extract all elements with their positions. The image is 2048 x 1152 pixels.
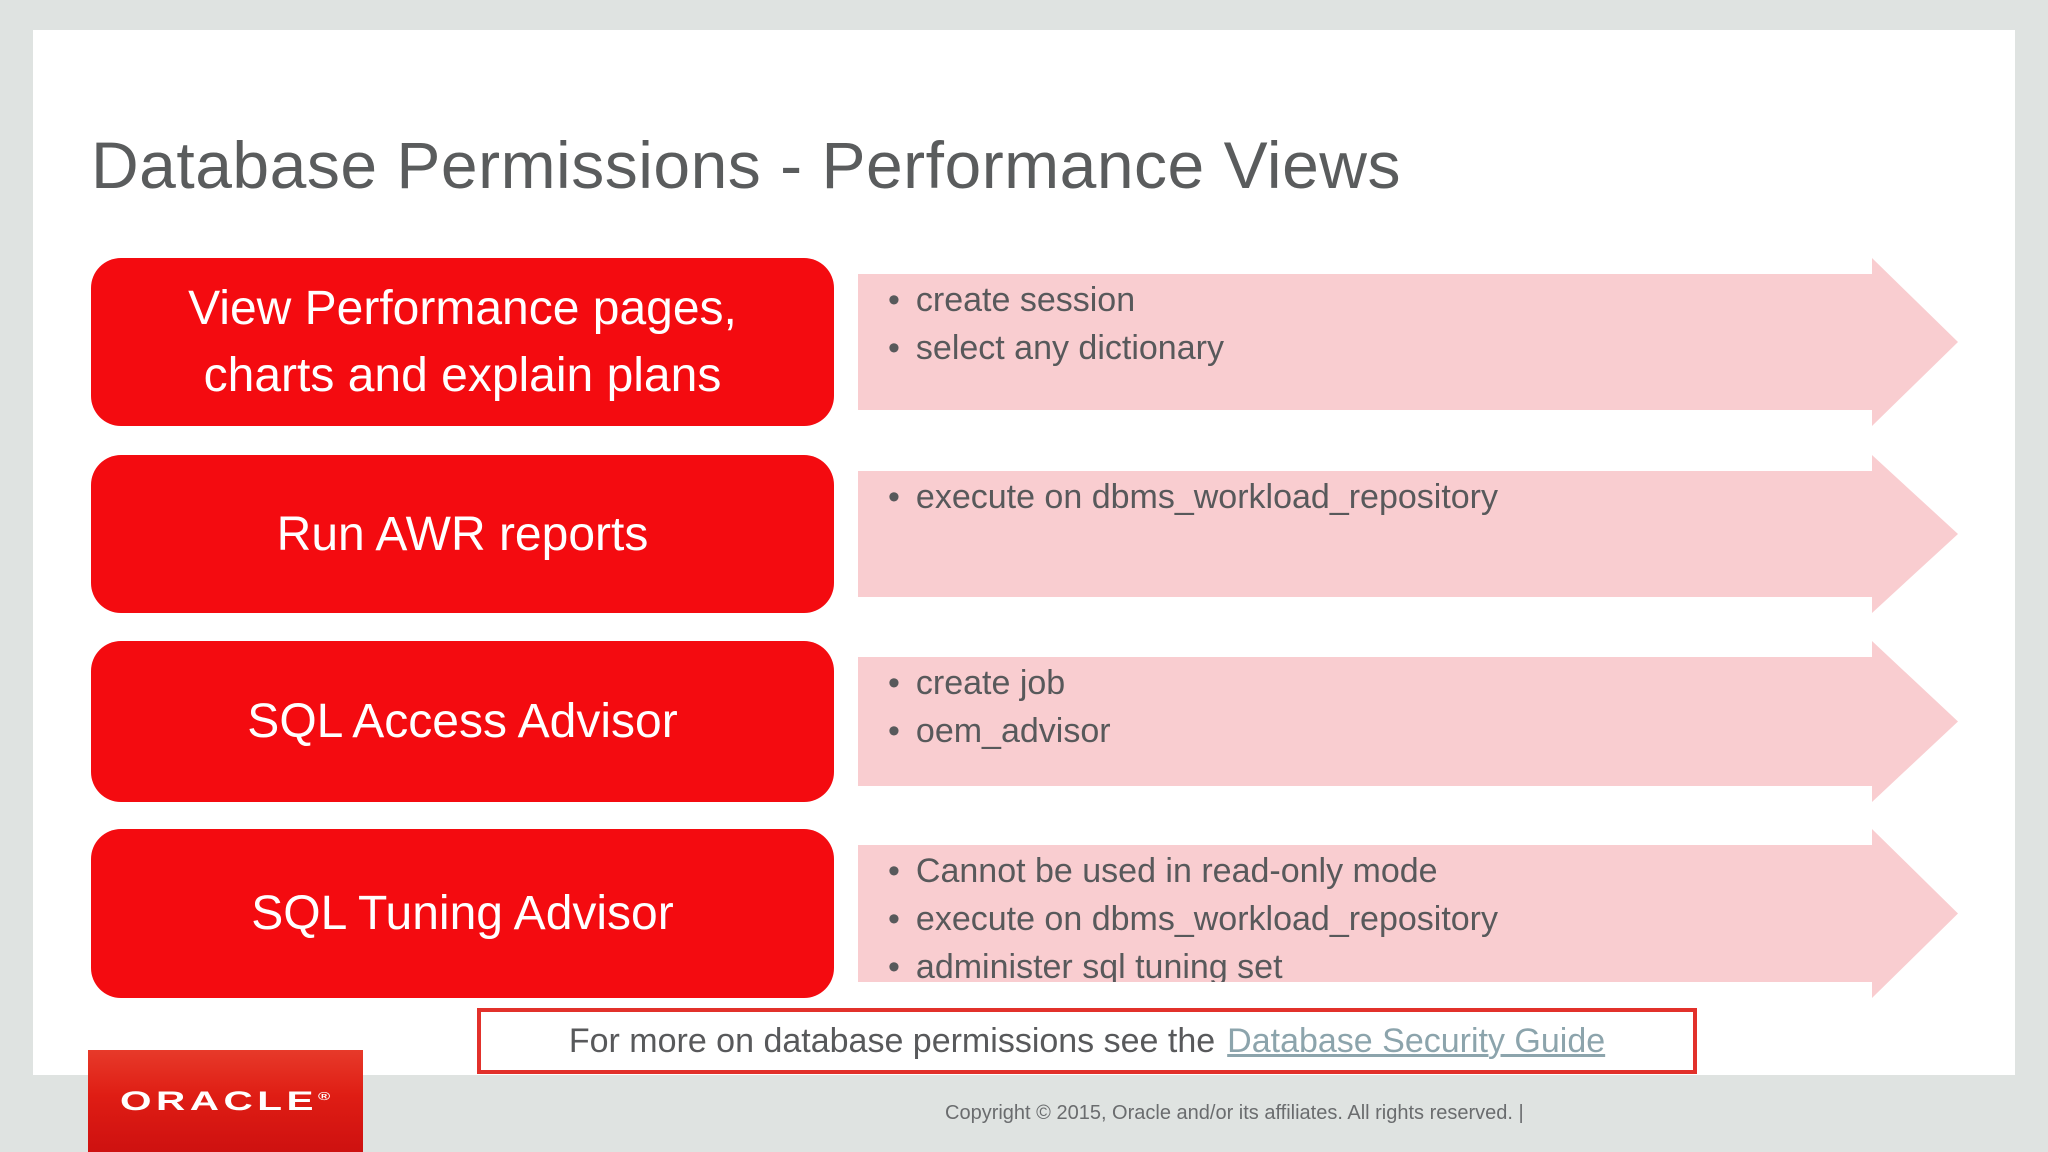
permission-bullet: Cannot be used in read-only mode <box>888 847 1858 895</box>
permission-category-box: Run AWR reports <box>91 455 834 613</box>
page-title: Database Permissions - Performance Views <box>91 128 1401 202</box>
permission-arrow: Cannot be used in read-only modeexecute … <box>858 829 1958 998</box>
note-text: For more on database permissions see the <box>568 1021 1216 1060</box>
permission-bullet: execute on dbms_workload_repository <box>888 895 1858 943</box>
permission-bullet: oem_advisor <box>888 707 1858 755</box>
registered-mark: ® <box>318 1090 331 1103</box>
permission-row: SQL Access Advisor create joboem_advisor <box>91 641 1958 802</box>
security-guide-link[interactable]: Database Security Guide <box>1227 1021 1606 1060</box>
permission-category-label: SQL Access Advisor <box>247 695 678 748</box>
permission-arrow: create joboem_advisor <box>858 641 1958 802</box>
permission-category-box: SQL Access Advisor <box>91 641 834 802</box>
permission-bullet: administer sql tuning set <box>888 943 1858 991</box>
permission-arrow: execute on dbms_workload_repository <box>858 455 1958 613</box>
permission-list: Cannot be used in read-only modeexecute … <box>858 829 1958 991</box>
permission-row: SQL Tuning Advisor Cannot be used in read… <box>91 829 1958 998</box>
permission-category-label: Run AWR reports <box>276 507 649 561</box>
permission-rows-container: View Performance pages,charts and explai… <box>91 258 1958 998</box>
permission-bullet: select any dictionary <box>888 324 1858 372</box>
permission-category-box: View Performance pages,charts and explai… <box>91 258 834 426</box>
permission-row: View Performance pages,charts and explai… <box>91 258 1958 426</box>
permission-list: create joboem_advisor <box>858 641 1958 755</box>
permission-list: create sessionselect any dictionary <box>858 258 1958 372</box>
copyright-text: Copyright © 2015, Oracle and/or its affi… <box>945 1102 1524 1124</box>
permission-bullet: create session <box>888 276 1858 324</box>
oracle-logo: ORACLE® <box>88 1050 363 1152</box>
permission-category-label: View Performance pages,charts and explai… <box>188 282 737 402</box>
permission-arrow: create sessionselect any dictionary <box>858 258 1958 426</box>
permission-bullet: execute on dbms_workload_repository <box>888 473 1858 521</box>
oracle-logo-text: ORACLE® <box>120 1085 331 1116</box>
permission-category-label: SQL Tuning Advisor <box>251 887 674 940</box>
slide: Database Permissions - Performance Views… <box>33 30 2015 1075</box>
permission-category-box: SQL Tuning Advisor <box>91 829 834 998</box>
permission-row: Run AWR reports execute on dbms_workload_… <box>91 455 1958 613</box>
note-box: For more on database permissions see the… <box>477 1008 1697 1074</box>
permission-bullet: create job <box>888 659 1858 707</box>
permission-list: execute on dbms_workload_repository <box>858 455 1958 521</box>
